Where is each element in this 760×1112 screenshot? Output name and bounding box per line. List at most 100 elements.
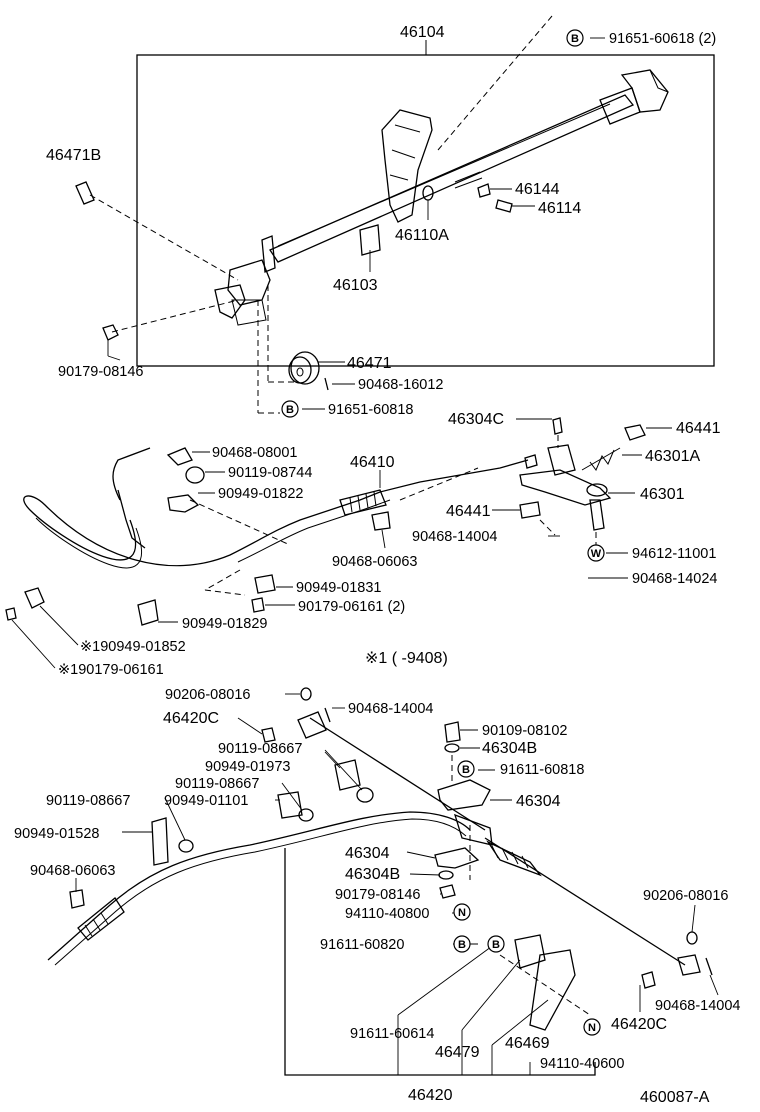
badge-b-91611-60818: B [457,760,475,778]
bracket-46304-a [437,779,491,811]
svg-text:N: N [458,907,466,919]
pin-90468-14004-b [324,707,331,723]
dash-low-b [499,954,591,1016]
nut-90179-08146-b [439,884,456,899]
bushing-46471B [75,181,95,205]
label-46441-a: 46441 [676,420,721,437]
lead-190179-06161 [11,619,56,669]
nut-90179-08146 [102,324,119,341]
lead-46469-b [491,999,549,1046]
label-91611-60818: 91611-60818 [500,762,584,778]
pin-46420C-b [641,971,656,989]
svg-text:W: W [591,548,602,560]
label-94110-40800: 94110-40800 [345,906,429,922]
assembly-46420-frame [284,848,596,1076]
label-90468-06063-b: 90468-06063 [30,863,115,879]
dash-mid-b [399,467,479,501]
lead-90949-01973 [324,751,341,769]
label-46471B: 46471B [46,147,101,164]
label-46304-b: 46304 [345,845,390,862]
dash-to-46471B [89,194,239,281]
label-46441-b: 46441 [446,503,491,520]
label-94612-11001: 94612-11001 [632,546,716,562]
label-91611-60820: 91611-60820 [320,937,404,953]
clamp-90949-01973 [334,759,361,791]
bolt-90119-08667-b [298,808,314,822]
badge-n-94110-40800: N [453,903,471,921]
label-46301: 46301 [640,486,685,503]
label-91611-60614: 91611-60614 [350,1026,434,1042]
badge-b-91651-60618: B [566,29,584,47]
lead-a [107,355,121,361]
label-46420C-a: 46420C [163,710,219,727]
footer-code: 460087-A [640,1089,710,1106]
clamp-90949-01829 [137,599,159,626]
nut-190179-06161 [5,607,17,621]
lead-90206-08016-b [691,904,696,933]
label-90119-08744: 90119-08744 [228,465,312,481]
svg-text:N: N [588,1022,596,1034]
badge-b-bracket: B [487,935,505,953]
pin-46144 [477,183,491,198]
svg-text:B: B [462,764,470,776]
label-46420: 46420 [408,1087,453,1104]
label-46304C: 46304C [448,411,504,428]
bracket-46479 [514,934,546,969]
lever-bracket [214,109,433,326]
lead-91611-60614-b [397,943,496,1016]
clamp-90949-01822 [167,494,200,513]
label-91651-60618: 91651-60618 (2) [609,31,716,47]
label-46479: 46479 [435,1044,480,1061]
label-90468-14004-c: 90468-14004 [655,998,740,1014]
label-190949-01852: ※190949-01852 [80,639,186,655]
badge-b-91651-60818: B [281,400,299,418]
clamp-190949-01852 [24,587,45,609]
label-46110A: 46110A [395,227,449,244]
clip-90206-08016-a [300,687,312,701]
label-90468-14004-a: 90468-14004 [412,529,497,545]
lead-46304-b [406,851,436,859]
label-90179-06161: 90179-06161 (2) [298,599,405,615]
svg-text:B: B [571,33,579,45]
washer-46304B-a [444,743,460,753]
pin-90468-16012 [324,377,329,391]
bolt-90119-08744 [185,466,205,484]
label-90468-16012: 90468-16012 [358,377,443,393]
clip-90468-08001 [166,447,193,466]
label-90119-08667-b: 90119-08667 [175,776,259,792]
label-90179-08146: 90179-08146 [58,364,143,380]
bolt-90119-08667-c [178,839,194,853]
label-90206-08016-b: 90206-08016 [643,888,728,904]
dash-mid-a [189,499,291,546]
front-cable-46410 [23,447,538,569]
assembly-46104-group: 46104 [136,24,715,367]
washer-46304B-b [438,870,454,880]
label-90949-01829: 90949-01829 [182,616,267,632]
label-90119-08667-a: 90119-08667 [218,741,302,757]
label-46301A: 46301A [645,448,700,465]
pin-46420C-a [261,727,276,743]
pin-46114 [495,199,513,213]
nut-90179-06161 [251,597,265,613]
label-46471: 46471 [347,355,392,372]
label-94110-40600: 94110-40600 [540,1056,624,1072]
lead-46420C-a [237,717,263,735]
label-90468-14004-b: 90468-14004 [348,701,433,717]
dash-mid-g [539,519,556,536]
bracket-46304-b [434,847,480,869]
label-90949-01528: 90949-01528 [14,826,99,842]
label-90206-08016-a: 90206-08016 [165,687,250,703]
badge-w-94612-11001: W [587,544,605,562]
lead-190949-01852 [39,605,79,646]
label-190179-06161: ※190179-06161 [58,662,164,678]
clip-90206-08016-b [686,931,698,945]
clip-90468-06063 [371,511,391,531]
label-46103: 46103 [333,277,378,294]
label-46144: 46144 [515,181,560,198]
parking-lever-rod [269,69,669,263]
note-text: ※1 ( -9408) [365,650,448,667]
svg-text:B: B [458,939,466,951]
dash-mid-c [204,569,241,591]
